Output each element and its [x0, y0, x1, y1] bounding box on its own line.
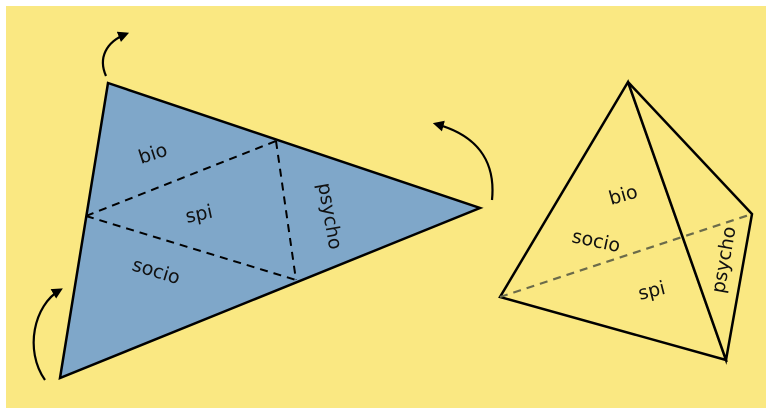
- fold-arrow-icon: [32, 288, 63, 381]
- net-fold-lines: [85, 140, 297, 281]
- fold-line-bottom: [85, 215, 297, 281]
- pyramid-face-front-right: [626, 81, 754, 365]
- fold-line-right: [275, 140, 297, 281]
- pyramid: bio socio spi psycho: [498, 79, 754, 365]
- fold-arrow-icon: [432, 120, 494, 201]
- flat-net: bio spi socio psycho: [58, 81, 484, 380]
- fold-arrow-icon: [101, 31, 130, 77]
- fold-line-top: [85, 140, 277, 217]
- net-outer-triangle: [58, 81, 484, 380]
- fold-arrows: [32, 31, 494, 381]
- pyramid-hidden-edge: [499, 212, 753, 299]
